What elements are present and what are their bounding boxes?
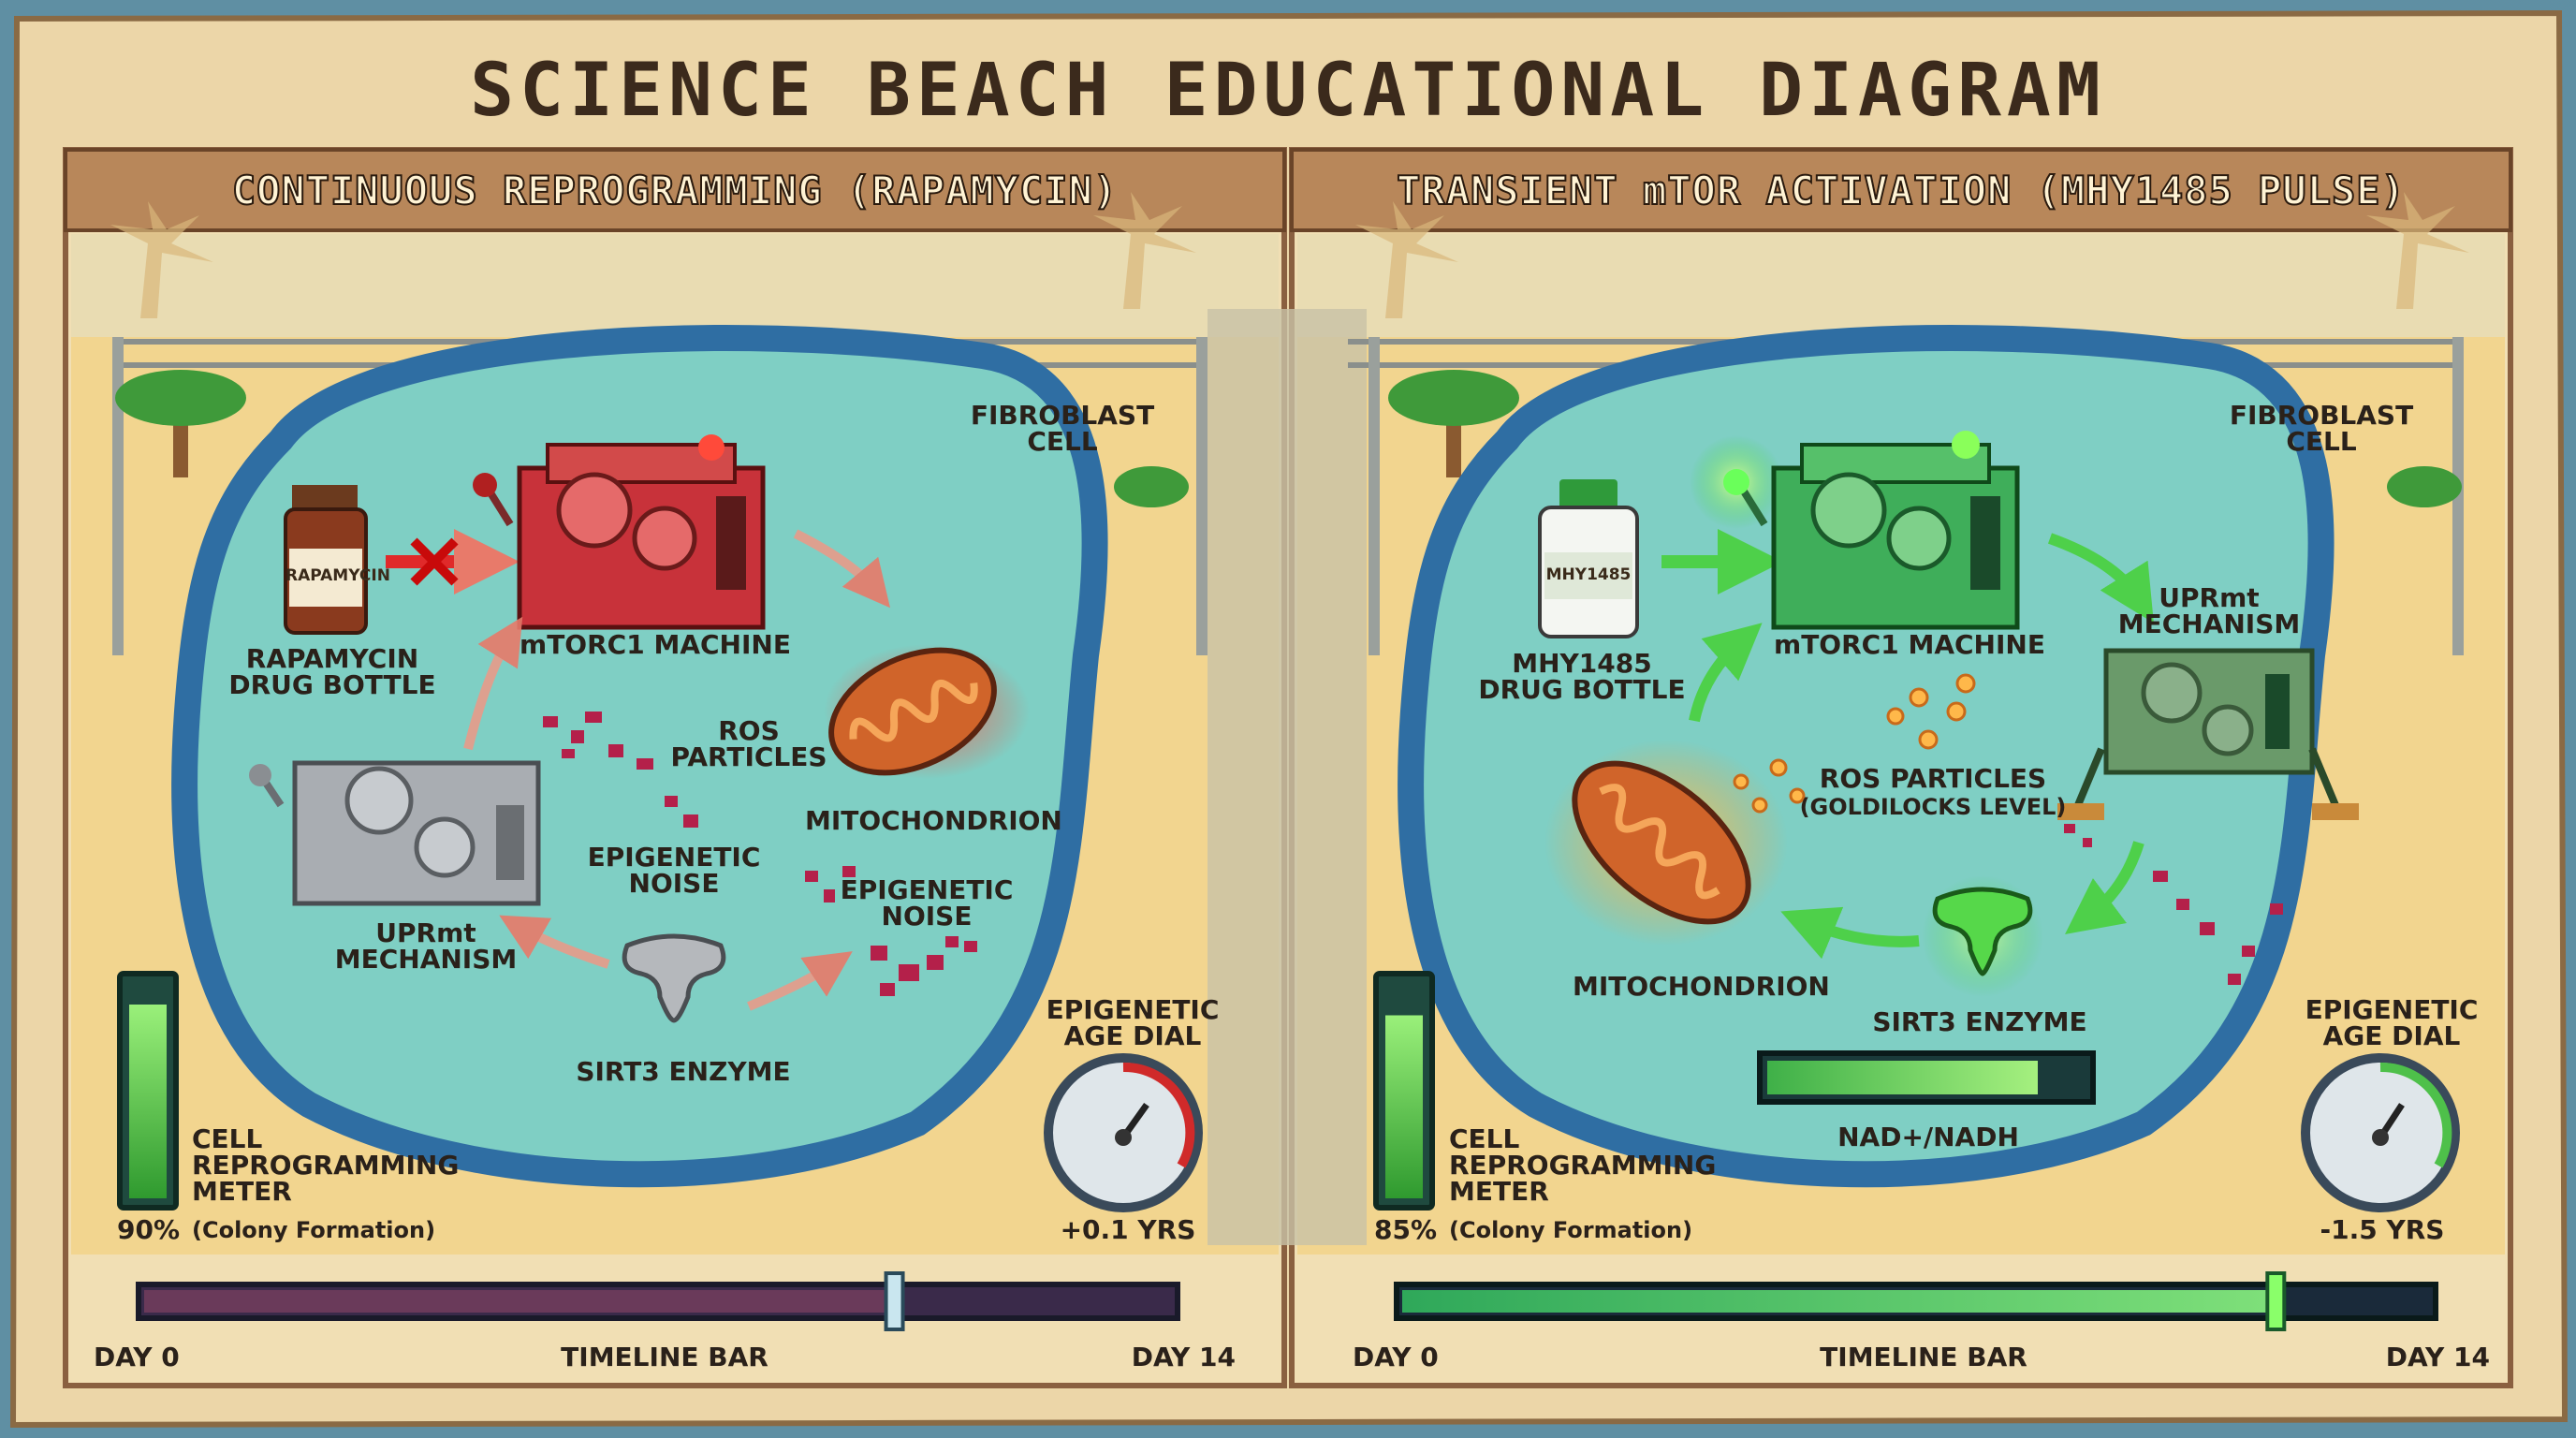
left-panel-header: CONTINUOUS REPROGRAMMING (RAPAMYCIN)	[231, 167, 1119, 214]
uprmt-grey-machine-icon	[249, 760, 541, 906]
left-noise2-label: EPIGENETIC NOISE	[840, 874, 1014, 932]
left-fibroblast-label: FIBROBLAST CELL	[970, 400, 1155, 457]
right-ros-sub: (GOLDILOCKS LEVEL)	[1799, 794, 2067, 820]
mtorc1-green-machine-icon	[1723, 431, 2020, 630]
right-sirt3-label: SIRT3 ENZYME	[1872, 1006, 2087, 1037]
right-bottle-label: MHY1485 DRUG BOTTLE	[1478, 648, 1686, 705]
left-noise1-label: EPIGENETIC NOISE	[587, 842, 761, 899]
left-mtorc1-label: mTORC1 MACHINE	[520, 629, 791, 660]
right-panel-header: TRANSIENT mTOR ACTIVATION (MHY1485 PULSE…	[1396, 167, 2406, 214]
left-timeline-label: TIMELINE BAR	[561, 1342, 768, 1372]
left-ros-label: ROS PARTICLES	[670, 715, 827, 772]
sirt3-grey-icon	[622, 933, 726, 1023]
right-mito-label: MITOCHONDRION	[1573, 971, 1830, 1002]
left-sirt3-label: SIRT3 ENZYME	[576, 1056, 791, 1087]
nad-label: NAD+/NADH	[1837, 1122, 2019, 1152]
right-meter-value: 85%	[1374, 1214, 1438, 1245]
right-meter-sub: (Colony Formation)	[1449, 1217, 1693, 1243]
right-timeline-label: TIMELINE BAR	[1820, 1342, 2027, 1372]
reprogramming-meter-right-art	[1373, 971, 1435, 1211]
left-day-end: DAY 14	[1131, 1342, 1236, 1372]
right-mtorc1-label: mTORC1 MACHINE	[1774, 629, 2045, 660]
left-uprmt-label: UPRmt MECHANISM	[334, 917, 518, 975]
age-dial-left-icon	[1044, 1053, 1203, 1212]
left-meter-value: 90%	[117, 1214, 181, 1245]
right-ros-label: ROS PARTICLES	[1819, 763, 2047, 794]
right-age-dial-label: EPIGENETIC AGE DIAL	[2305, 994, 2479, 1051]
left-age-value: +0.1 YRS	[1060, 1214, 1196, 1245]
uprmt-green-machine-icon	[2057, 648, 2359, 820]
right-fibroblast-label: FIBROBLAST CELL	[2229, 400, 2414, 457]
left-bottle-text: RAPAMYCIN	[285, 566, 390, 585]
right-bottle-text: MHY1485	[1545, 565, 1632, 584]
page-title: SCIENCE BEACH EDUCATIONAL DIAGRAM	[470, 49, 2106, 133]
age-dial-right-icon	[2301, 1053, 2460, 1212]
left-age-dial-label: EPIGENETIC AGE DIAL	[1046, 994, 1220, 1051]
rapamycin-bottle-icon	[284, 485, 368, 635]
right-uprmt-label: UPRmt MECHANISM	[2117, 582, 2301, 639]
sirt3-green-icon	[1932, 887, 2033, 976]
mitochondrion-left-icon	[828, 647, 997, 776]
mtorc1-red-machine-icon	[473, 434, 766, 630]
left-mito-label: MITOCHONDRION	[805, 805, 1062, 836]
right-age-value: -1.5 YRS	[2320, 1214, 2445, 1245]
mitochondrion-right-icon	[1572, 760, 1751, 925]
right-meter-label: CELL REPROGRAMMING METER	[1449, 1123, 1717, 1207]
right-day-start: DAY 0	[1353, 1342, 1439, 1372]
mhy1485-bottle-icon	[1538, 479, 1639, 638]
right-day-end: DAY 14	[2385, 1342, 2490, 1372]
left-bottle-label: RAPAMYCIN DRUG BOTTLE	[228, 643, 436, 700]
reprogramming-meter-left-art	[117, 971, 179, 1211]
left-day-start: DAY 0	[94, 1342, 180, 1372]
left-meter-sub: (Colony Formation)	[192, 1217, 436, 1243]
left-meter-label: CELL REPROGRAMMING METER	[192, 1123, 460, 1207]
